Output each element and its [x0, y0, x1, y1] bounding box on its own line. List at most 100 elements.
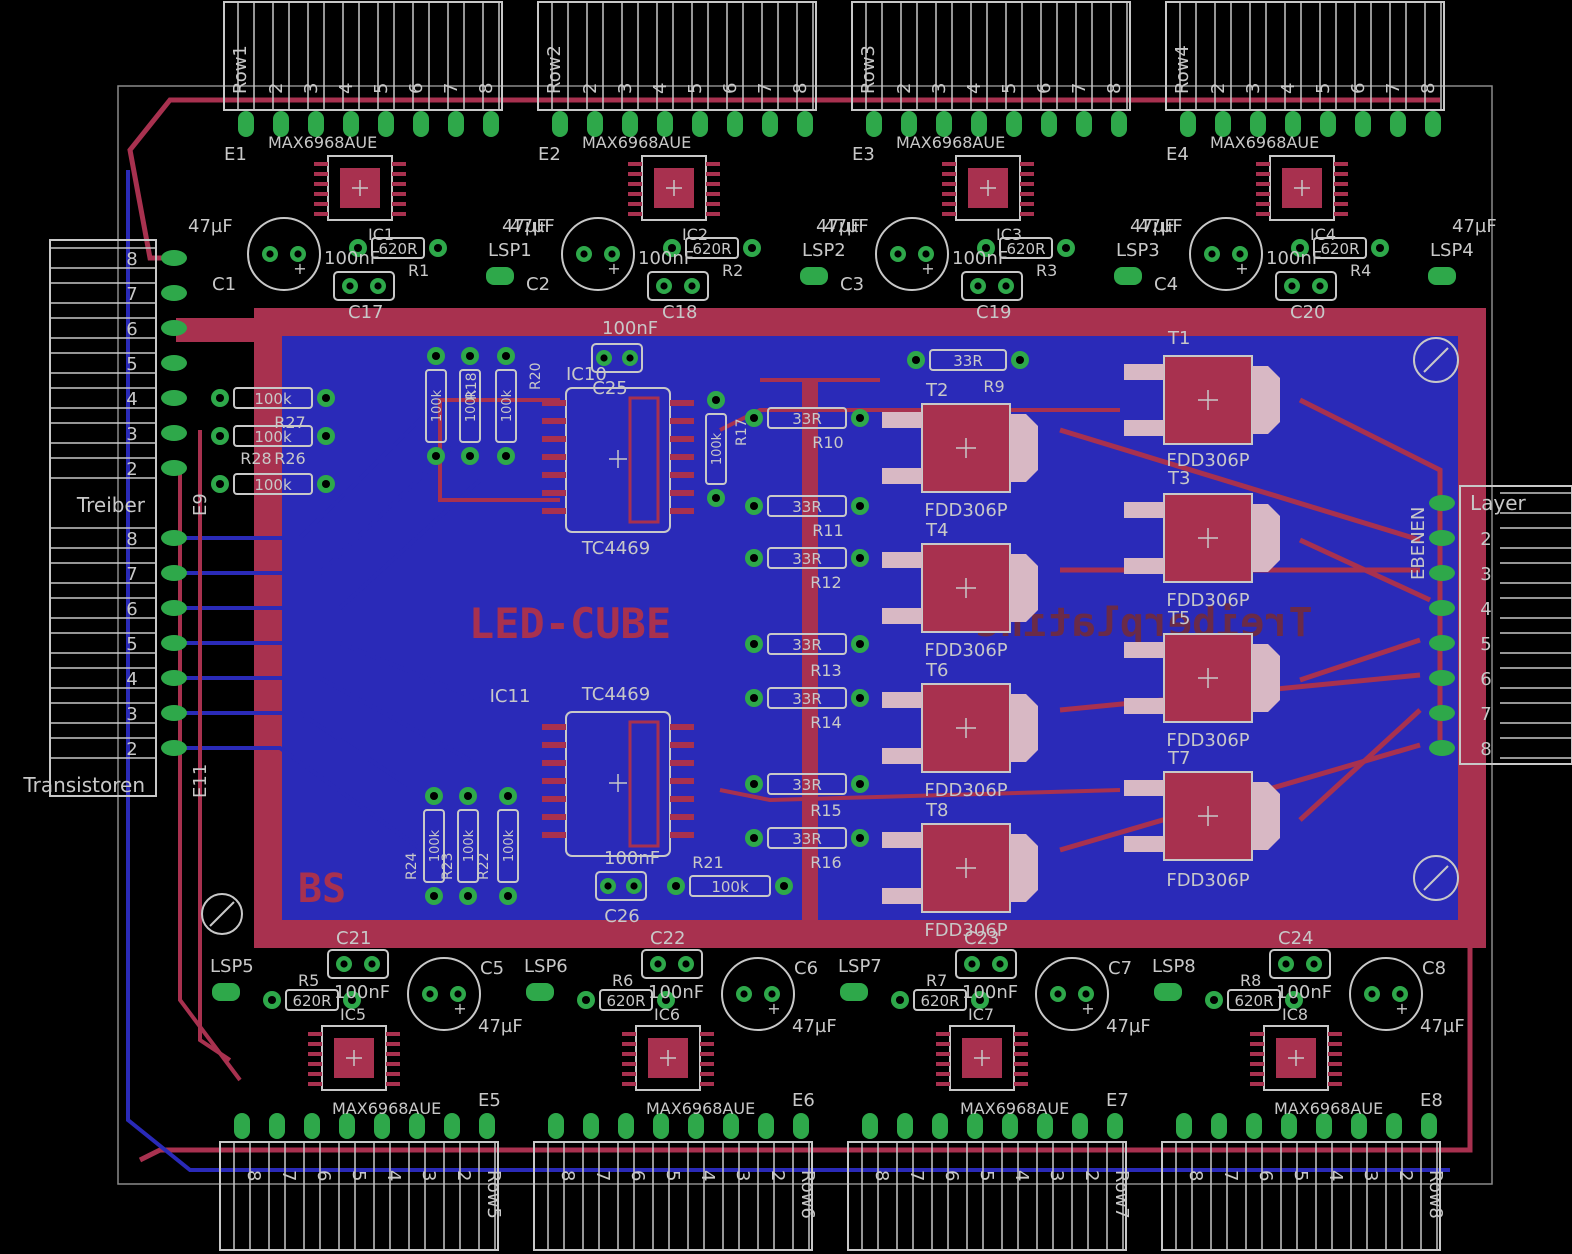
cap-value-label: 47µF [1130, 216, 1175, 237]
resistor-R5-value: 620R [292, 992, 331, 1010]
transistor-lead [1124, 780, 1164, 796]
pin-number: 8 [476, 83, 497, 94]
ic-lead [700, 1032, 714, 1036]
gate-resistor-R15-pad-drill [855, 779, 865, 789]
ceramic-cap [641, 949, 703, 979]
ic-lead [700, 1042, 714, 1046]
pullup-R17: 100k [705, 391, 727, 507]
ic-lead [542, 436, 566, 442]
ic-lead [700, 1052, 714, 1056]
connector-pad [1037, 1113, 1053, 1139]
resistor-R3-value: 620R [1006, 240, 1045, 258]
driver-e-label: E8 [1420, 1090, 1443, 1111]
ic-lead [1250, 1052, 1264, 1056]
driver-e-label: E2 [538, 144, 561, 165]
driver-e-label: E5 [478, 1090, 501, 1111]
resistor-R5-pad-drill [267, 995, 277, 1005]
pin-number: 5 [662, 1170, 683, 1181]
ccap-pad-drill [688, 282, 696, 290]
pullup-R18-value: 100k [430, 389, 445, 422]
resistor-name-label: R5 [298, 971, 319, 990]
pullup-R21: 100k [667, 875, 793, 897]
ic-lead [1020, 162, 1034, 166]
ic-lead [628, 162, 642, 166]
pin-number: 3 [929, 83, 950, 94]
row-label: Row2 [544, 45, 565, 94]
cap-pad-drill [294, 250, 302, 258]
cap-name-label: C8 [1422, 958, 1446, 979]
ic-lead [936, 1082, 950, 1086]
ic-lead [622, 1052, 636, 1056]
gate-resistor-R16-body [767, 827, 847, 849]
transistor-part: FDD306P [924, 640, 1007, 661]
transistor-lead [1124, 642, 1164, 658]
ccap-pad-drill [1288, 282, 1296, 290]
cap-pad-drill [426, 990, 434, 998]
connector-pad [161, 565, 187, 581]
pin-number: 5 [999, 83, 1020, 94]
ic-lead [706, 192, 720, 196]
ic-lead [314, 192, 328, 196]
connector-outline [219, 1141, 499, 1251]
gate-resistor-R10-pad-drill [855, 413, 865, 423]
connector-pad [552, 111, 568, 137]
connector-outline [537, 1, 817, 111]
connector-pad [1390, 111, 1406, 137]
trace [138, 500, 1473, 1163]
cap-value-label: 47µF [188, 216, 233, 237]
connector-pad [548, 1113, 564, 1139]
transistoren-label: Transistoren [22, 773, 145, 797]
pullup-R23-body [457, 809, 479, 883]
transistor-tab [1252, 782, 1280, 850]
ic-lead [628, 172, 642, 176]
connector-pad [1176, 1113, 1192, 1139]
pin-number: 6 [406, 83, 427, 94]
traces [126, 97, 1473, 1172]
gate-resistor-R9-pad-drill [1015, 355, 1025, 365]
ic-lead [706, 162, 720, 166]
connector-pad [273, 111, 289, 137]
cap-pad-drill [894, 250, 902, 258]
pin-number: 6 [1255, 1170, 1276, 1181]
ic-lead [308, 1052, 322, 1056]
electrolytic-cap [247, 217, 321, 291]
pin-number: 6 [627, 1170, 648, 1181]
gate-resistor-R12: 33R [745, 547, 869, 569]
electrolytic-cap [875, 217, 949, 291]
gate-resistor-label: R9 [983, 377, 1004, 396]
connector-pad [1211, 1113, 1227, 1139]
ccap-pad-drill [682, 960, 690, 968]
ic-lead [670, 832, 694, 838]
gate-resistor-label: R11 [812, 521, 843, 540]
transistor-lead [882, 692, 922, 708]
transistor-name: T1 [1167, 328, 1190, 349]
ic-lead [1334, 202, 1348, 206]
ccap-pad-drill [600, 354, 608, 362]
pullup-R18-pad-drill [431, 351, 441, 361]
resistor-R1-body [371, 237, 425, 259]
gate-resistor-R13-pad-drill [749, 639, 759, 649]
connector-pad [1246, 1113, 1262, 1139]
ic-name-label: IC6 [654, 1005, 680, 1024]
resistor-R8-body [1227, 989, 1281, 1011]
connector-pad [1076, 111, 1092, 137]
ic-origin-mark [1294, 180, 1310, 196]
ic-name-label: IC5 [340, 1005, 366, 1024]
pin-number: 8 [243, 1170, 264, 1181]
connector-pad [234, 1113, 250, 1139]
resistor-label: R27 [274, 413, 305, 432]
ic-lead [942, 192, 956, 196]
ic-internal-trace [628, 396, 660, 524]
pullup-label: R24 [404, 852, 420, 880]
trace [1299, 637, 1421, 683]
ic-lead [392, 212, 406, 216]
ccap-pad-drill [630, 882, 638, 890]
connector-pad [797, 111, 813, 137]
ic-lead [542, 778, 566, 784]
gate-resistor-label: R10 [812, 433, 843, 452]
driver-e-label: E1 [224, 144, 247, 165]
transistor-origin-mark [956, 438, 976, 458]
